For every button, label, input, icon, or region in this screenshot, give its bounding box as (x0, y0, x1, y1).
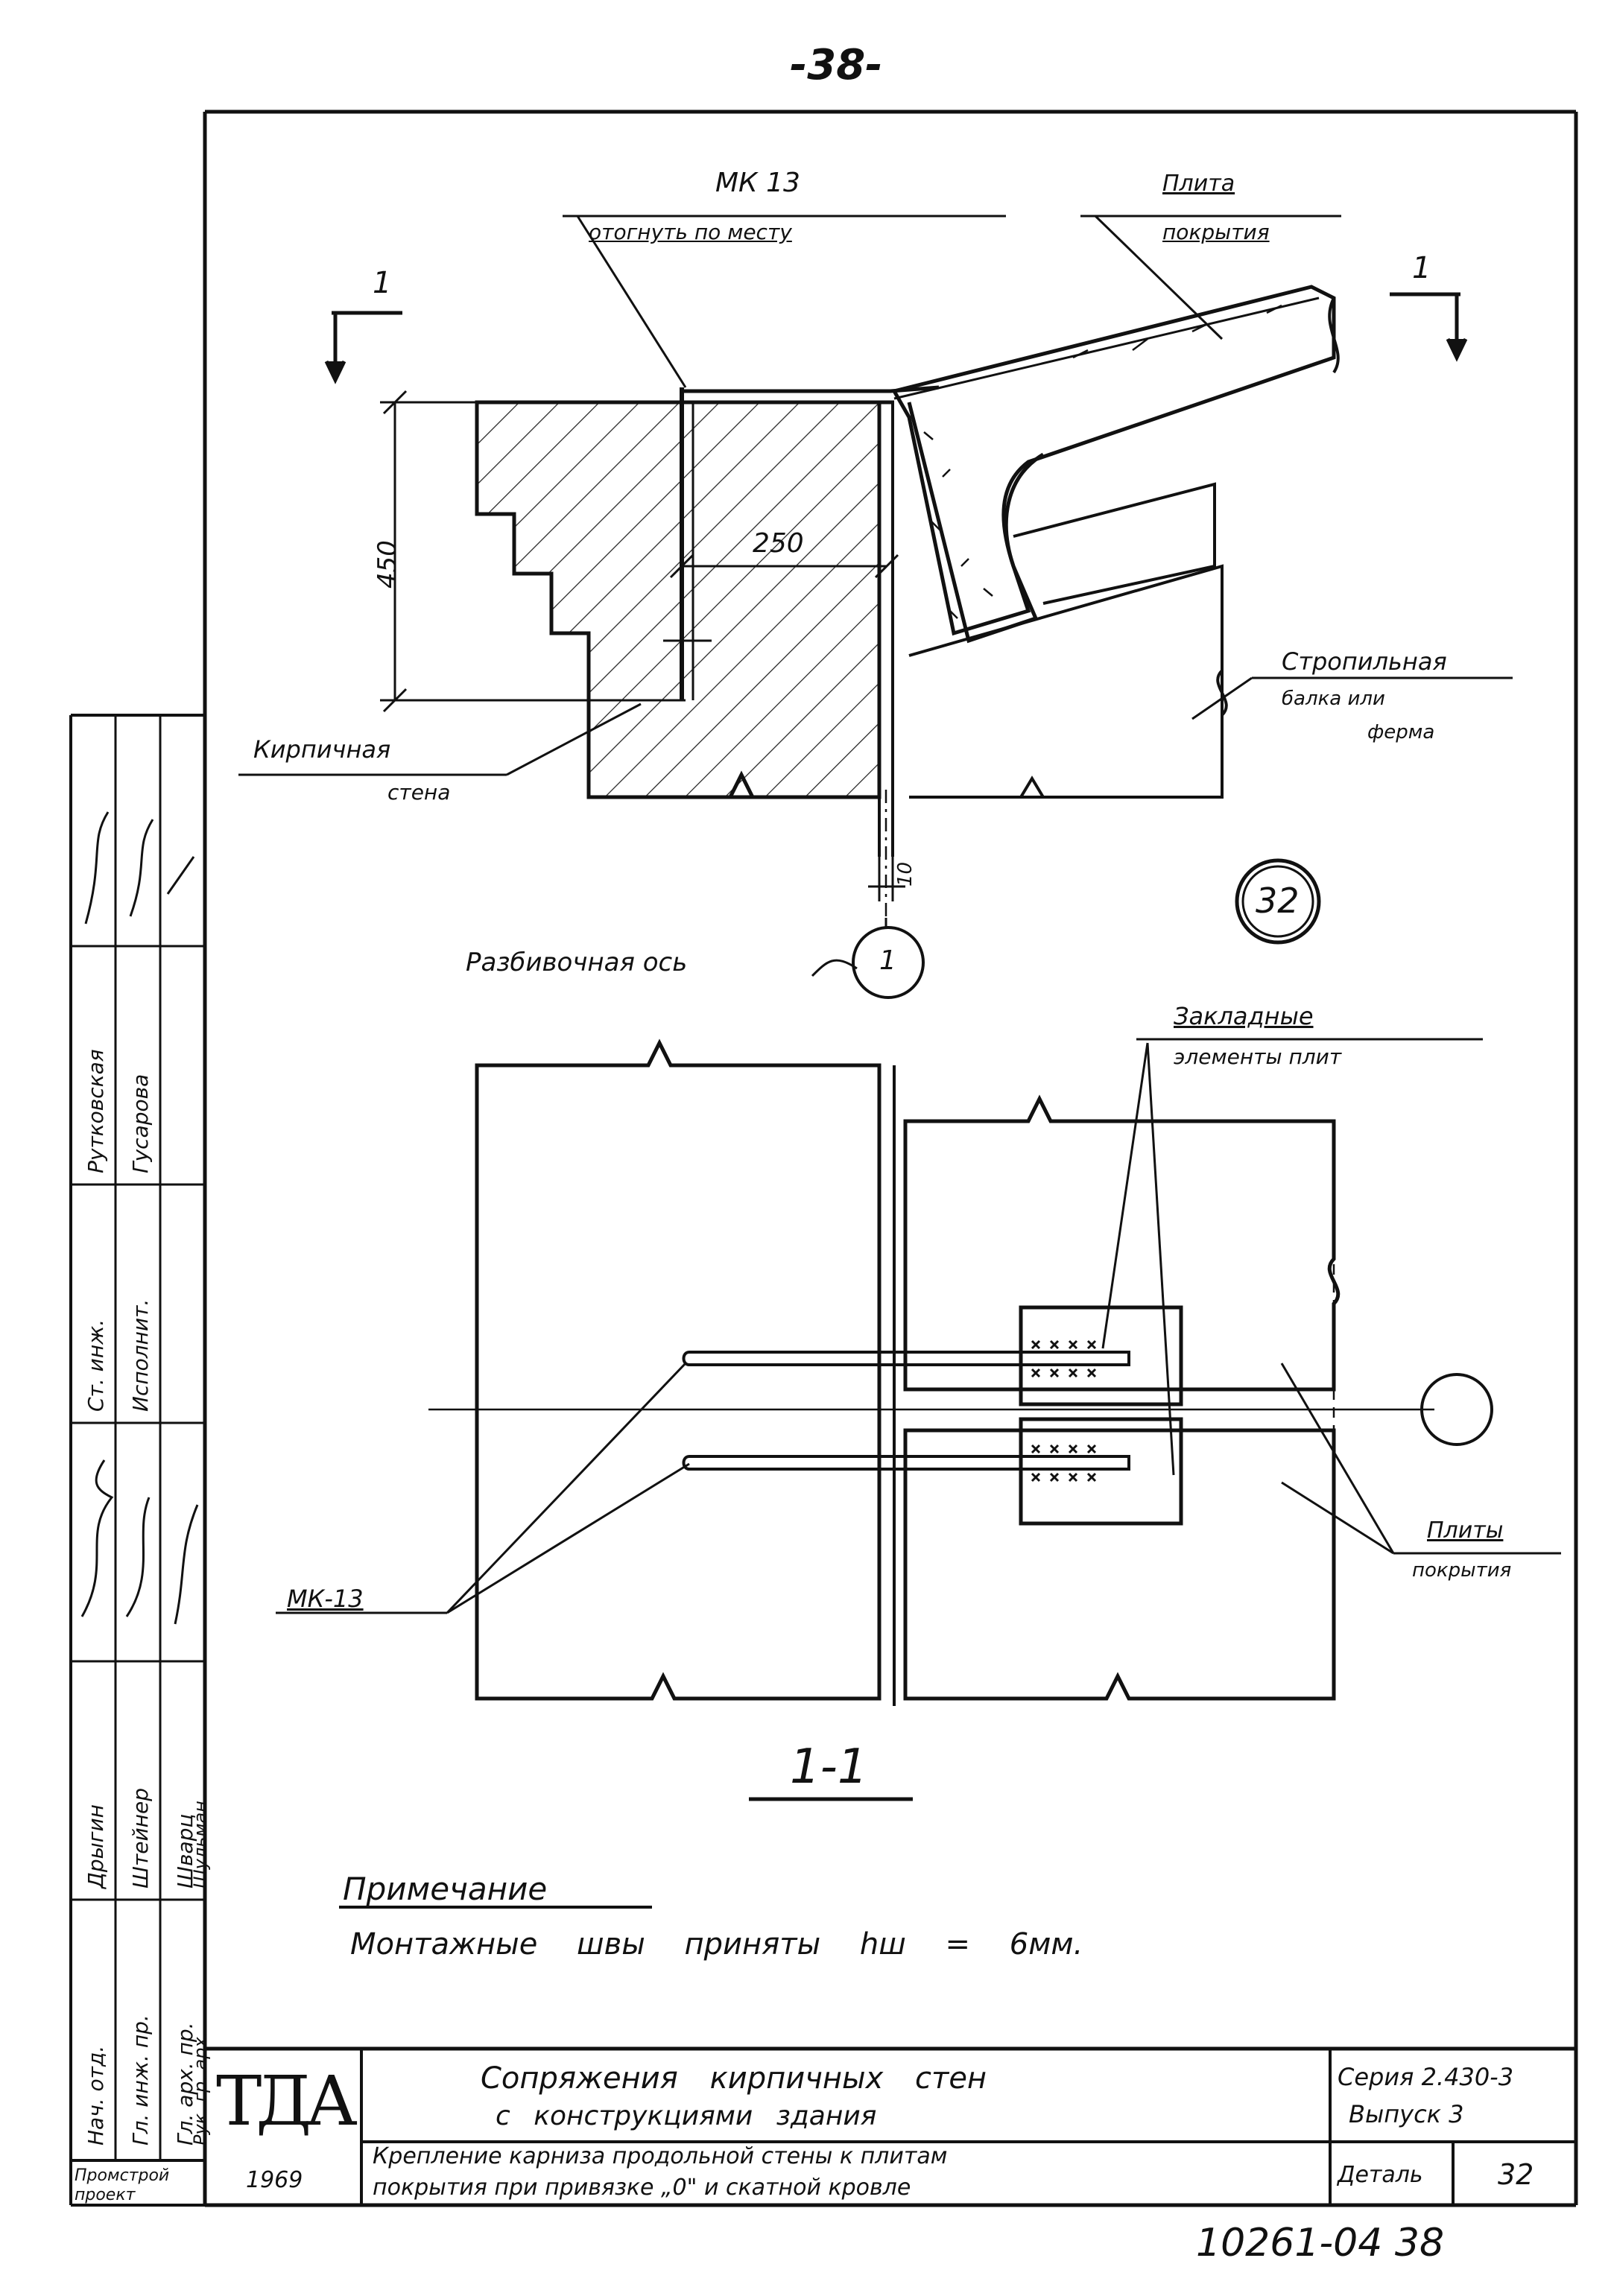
dim-450: 450 (373, 540, 402, 589)
brick-wall-label-2: стена (387, 780, 451, 805)
dim-10: 10 (894, 861, 917, 887)
series-line-2: Выпуск 3 (1349, 2100, 1464, 2128)
slab-label-2: покрытия (1162, 220, 1270, 244)
section-title: 1-1 (790, 1740, 868, 1795)
top-view (238, 215, 1513, 916)
truss-label-2: балка или (1282, 688, 1385, 710)
mk13-note-label: отогнуть по месту (589, 220, 792, 244)
rafter-beam (908, 564, 1224, 799)
stamp-role-2: Гл. инж. пр. (128, 2014, 153, 2146)
left-stamp (69, 714, 205, 2162)
stamp-name-1: Дрыгин (83, 1804, 108, 1889)
brick-wall (475, 400, 882, 799)
footer-code: 10261-04 38 (1196, 2221, 1445, 2265)
detail-circle (1235, 858, 1321, 945)
year: 1969 (246, 2167, 303, 2193)
series-line-1: Серия 2.430-3 (1338, 2063, 1514, 2091)
slab-label-1: Плита (1162, 171, 1235, 197)
page-number: -38- (790, 41, 883, 89)
mk13-section-label: МК-13 (287, 1585, 364, 1613)
stamp-role2-2: Исполнит. (128, 1298, 153, 1412)
axis-bubble (811, 918, 925, 999)
tda-logo: ТДА (216, 2061, 358, 2141)
org-name: Промстрой проект (75, 2166, 170, 2205)
slabs-label-1: Плиты (1427, 1518, 1504, 1544)
subtitle-line-2: покрытия при привязке „0" и скатной кров… (373, 2175, 911, 2201)
title-block (69, 2046, 1576, 2207)
stamp-role2-1: Ст. инж. (83, 1319, 108, 1412)
subtitle-line-1: Крепление карниза продольной стены к пли… (373, 2143, 948, 2169)
detail-number: 32 (1498, 2158, 1534, 2191)
title-line-1: Сопряжения кирпичных стен (481, 2061, 987, 2096)
axis-label: Разбивочная ось (466, 948, 688, 977)
truss-label-1: Стропильная (1282, 647, 1447, 676)
slabs-label-2: покрытия (1412, 1559, 1512, 1582)
brick-wall-label-1: Кирпичная (253, 735, 391, 764)
embedded-label-2: элементы плит (1174, 1044, 1342, 1069)
stamp-name2-1: Рутковская (83, 1049, 108, 1173)
mk13-label: МК 13 (715, 168, 800, 198)
section-view (276, 1038, 1561, 1909)
roof-slab (891, 285, 1336, 636)
note-heading: Примечание (343, 1871, 548, 1907)
stamp-role-4: Рук. гр. арх. (190, 2031, 211, 2146)
truss-label-3: ферма (1367, 721, 1435, 743)
sheet-frame (203, 110, 1578, 2207)
detail-label: Деталь (1338, 2162, 1423, 2188)
axis-mark: 1 (879, 945, 896, 976)
title-line-2: с конструкциями здания (496, 2101, 877, 2131)
dim-250: 250 (753, 528, 804, 559)
stamp-name-4: Шульман (190, 1801, 211, 1889)
stamp-role-1: Нач. отд. (83, 2045, 108, 2146)
detail-number-circle-text: 32 (1256, 881, 1300, 921)
section-mark-right: 1 (1412, 251, 1431, 285)
stamp-name2-2: Гусарова (128, 1074, 153, 1173)
stamp-name-2: Штейнер (128, 1788, 153, 1889)
note-text: Монтажные швы приняты hш = 6мм. (350, 1927, 1083, 1962)
embedded-label-1: Закладные (1174, 1002, 1314, 1030)
section-mark-left: 1 (373, 266, 392, 300)
